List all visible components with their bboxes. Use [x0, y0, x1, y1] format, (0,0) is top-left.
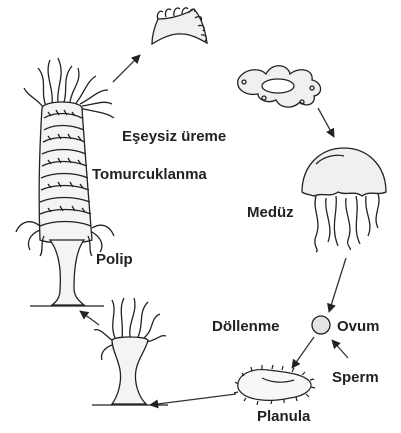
- polyp-label: Polip: [96, 251, 133, 268]
- ovum-label: Ovum: [337, 318, 380, 335]
- budding-label: Tomurcuklanma: [92, 166, 207, 183]
- arrow-planula-to-young-polyp: [150, 394, 236, 405]
- arrow-sperm-to-ovum: [332, 340, 348, 358]
- fertilization-label: Döllenme: [212, 318, 280, 335]
- planula-drawing: [234, 365, 315, 405]
- arrow-young-polyp-to-polyp: [80, 311, 99, 325]
- medusa-drawing: [302, 148, 386, 252]
- sperm-label: Sperm: [332, 369, 379, 386]
- arrow-ephyra-to-medusa: [318, 108, 334, 137]
- arrow-polyp-to-ephyra: [113, 55, 140, 82]
- medusa-label: Medüz: [247, 204, 294, 221]
- planula-label: Planula: [257, 408, 311, 425]
- arrow-medusa-to-ovum: [329, 258, 346, 312]
- ovum-drawing: [312, 316, 330, 334]
- ephyra-drawing: [152, 8, 207, 44]
- asexual-reproduction-label: Eşeysiz üreme: [122, 128, 226, 145]
- young-polyp-drawing: [92, 298, 168, 405]
- arrow-ovum-to-planula: [292, 337, 314, 368]
- young-medusa-drawing: [238, 66, 321, 107]
